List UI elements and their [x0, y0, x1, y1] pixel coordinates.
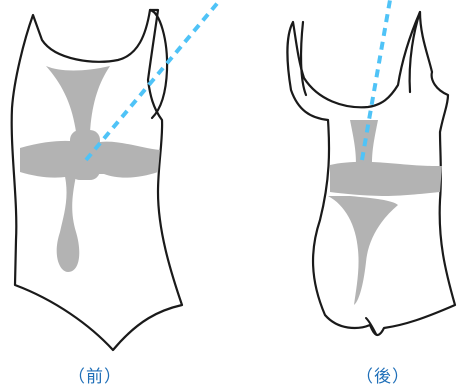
front-figure [12, 0, 220, 350]
front-garment-outline [12, 10, 182, 350]
back-figure [287, 0, 455, 335]
back-caption: （後） [343, 362, 423, 387]
front-caption: （前） [55, 362, 135, 387]
